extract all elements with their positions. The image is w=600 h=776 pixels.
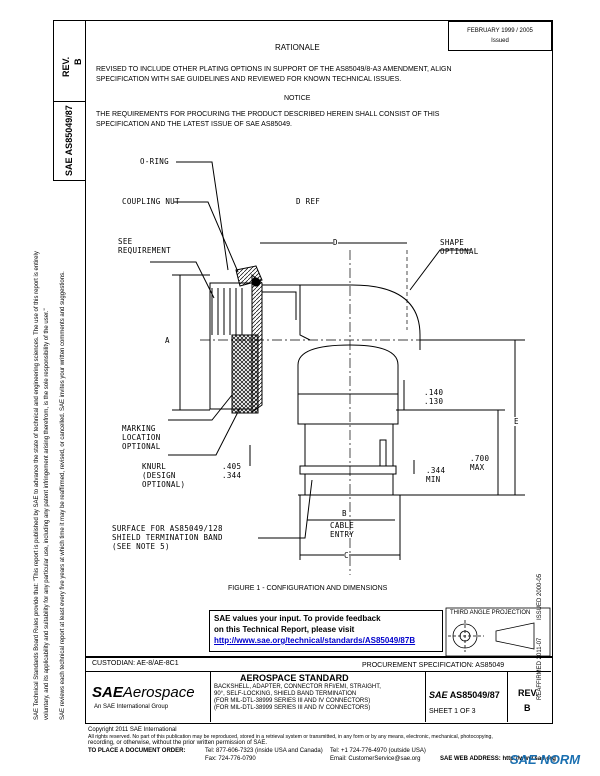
doc-sae-mark: SAE — [429, 690, 448, 700]
label-dim-c: C — [344, 551, 349, 560]
label-dim-700: .700 MAX — [470, 454, 490, 472]
label-surface-termination: SURFACE FOR AS85049/128 SHIELD TERMINATI… — [112, 524, 223, 551]
sae-norm-watermark: SAE NORM — [510, 752, 581, 767]
date-box: FEBRUARY 1999 / 2005 Issued — [448, 21, 552, 51]
rights-2: recording, or otherwise, without the pri… — [88, 740, 268, 746]
tel-outside: Tel: +1 724-776-4970 (outside USA) — [330, 748, 426, 754]
figure-caption: FIGURE 1 - CONFIGURATION AND DIMENSIONS — [228, 585, 388, 592]
label-d-ref: D REF — [296, 197, 321, 206]
date-stamp: FEBRUARY 1999 / 2005 — [467, 28, 533, 34]
title-block — [85, 656, 553, 724]
copyright: Copyright 2011 SAE International — [88, 727, 177, 733]
label-o-ring: O-RING — [140, 157, 169, 166]
rationale-text-1: REVISED TO INCLUDE OTHER PLATING OPTIONS… — [96, 66, 452, 73]
label-dim-e: E — [514, 417, 519, 426]
notice-title: NOTICE — [284, 95, 311, 102]
issued-stamp: ISSUED 2000-05 — [537, 573, 543, 620]
label-coupling-nut: COUPLING NUT — [122, 197, 180, 206]
rev-label: REV. — [518, 688, 539, 698]
feedback-url-link[interactable]: http://www.sae.org/technical/standards/A… — [214, 636, 416, 645]
side-rev-box: REV. B — [53, 20, 86, 102]
label-dim-140: .140 .130 — [424, 388, 444, 406]
rationale-title: RATIONALE — [275, 43, 320, 52]
standard-title: AEROSPACE STANDARD — [240, 673, 349, 683]
feedback-line-2: on this Technical Report, please visit — [214, 625, 355, 634]
custodian: CUSTODIAN: AE-8/AE-8C1 — [92, 660, 179, 667]
label-shape-optional: SHAPE OPTIONAL — [440, 238, 479, 256]
rationale-text-2: SPECIFICATION WITH SAE GUIDELINES AND RE… — [96, 76, 402, 83]
feedback-line-1: SAE values your input. To provide feedba… — [214, 614, 381, 623]
date-issued: Issued — [491, 38, 509, 44]
notice-text-2: SPECIFICATION AND THE LATEST ISSUE OF SA… — [96, 121, 292, 128]
sheet-number: SHEET 1 OF 3 — [429, 708, 476, 715]
fax: Fax: 724-776-0790 — [205, 756, 256, 762]
label-dim-a: A — [165, 336, 170, 345]
tel-inside: Tel: 877-606-7323 (inside USA and Canada… — [205, 748, 323, 754]
desc-1: BACKSHELL, ADAPTER, CONNECTOR RFI/EMI, S… — [214, 684, 381, 690]
feedback-box: SAE values your input. To provide feedba… — [209, 610, 443, 652]
desc-4: (FOR MIL-DTL-38999 SERIES III AND IV CON… — [214, 705, 371, 711]
rev-value: B — [524, 703, 531, 713]
label-marking-location: MARKING LOCATION OPTIONAL — [122, 424, 161, 451]
side-doc-number-box: SAE AS85049/87 — [53, 100, 86, 181]
label-dim-b: B — [342, 509, 347, 518]
logo-aerospace: Aerospace — [122, 684, 195, 701]
label-dim-344: .344 MIN — [426, 466, 446, 484]
web-address: SAE WEB ADDRESS: http://www.sae.org — [440, 756, 556, 762]
email: Email: CustomerService@sae.org — [330, 756, 421, 762]
label-cable-entry: CABLE ENTRY — [330, 521, 355, 539]
adapter-hatch — [251, 273, 263, 413]
sae-aerospace-logo: SAEAerospace — [92, 684, 195, 701]
logo-subtitle: An SAE International Group — [94, 704, 169, 710]
logo-sae: SAE — [92, 684, 123, 701]
desc-3: (FOR MIL-DTL-38999 SERIES III AND IV CON… — [214, 698, 371, 704]
doc-id: SAE AS85049/87 — [429, 690, 500, 700]
label-knurl: KNURL (DESIGN OPTIONAL) — [142, 462, 186, 489]
third-angle-label: THIRD ANGLE PROJECTION — [450, 610, 531, 616]
label-see-requirement: SEE REQUIREMENT — [118, 237, 171, 255]
desc-2: 90°, SELF-LOCKING, SHIELD BAND TERMINATI… — [214, 691, 357, 697]
procurement-spec: PROCUREMENT SPECIFICATION: AS85049 — [362, 662, 505, 669]
drawing-frame — [85, 20, 553, 658]
rights-1: All rights reserved. No part of this pub… — [88, 734, 493, 740]
label-dim-d: D — [333, 238, 338, 247]
notice-text-1: THE REQUIREMENTS FOR PROCURING THE PRODU… — [96, 111, 440, 118]
dome-cap — [297, 344, 399, 395]
doc-id-number: AS85049/87 — [449, 690, 500, 700]
label-dim-405: .405 .344 — [222, 462, 242, 480]
order-label: TO PLACE A DOCUMENT ORDER: — [88, 748, 186, 754]
